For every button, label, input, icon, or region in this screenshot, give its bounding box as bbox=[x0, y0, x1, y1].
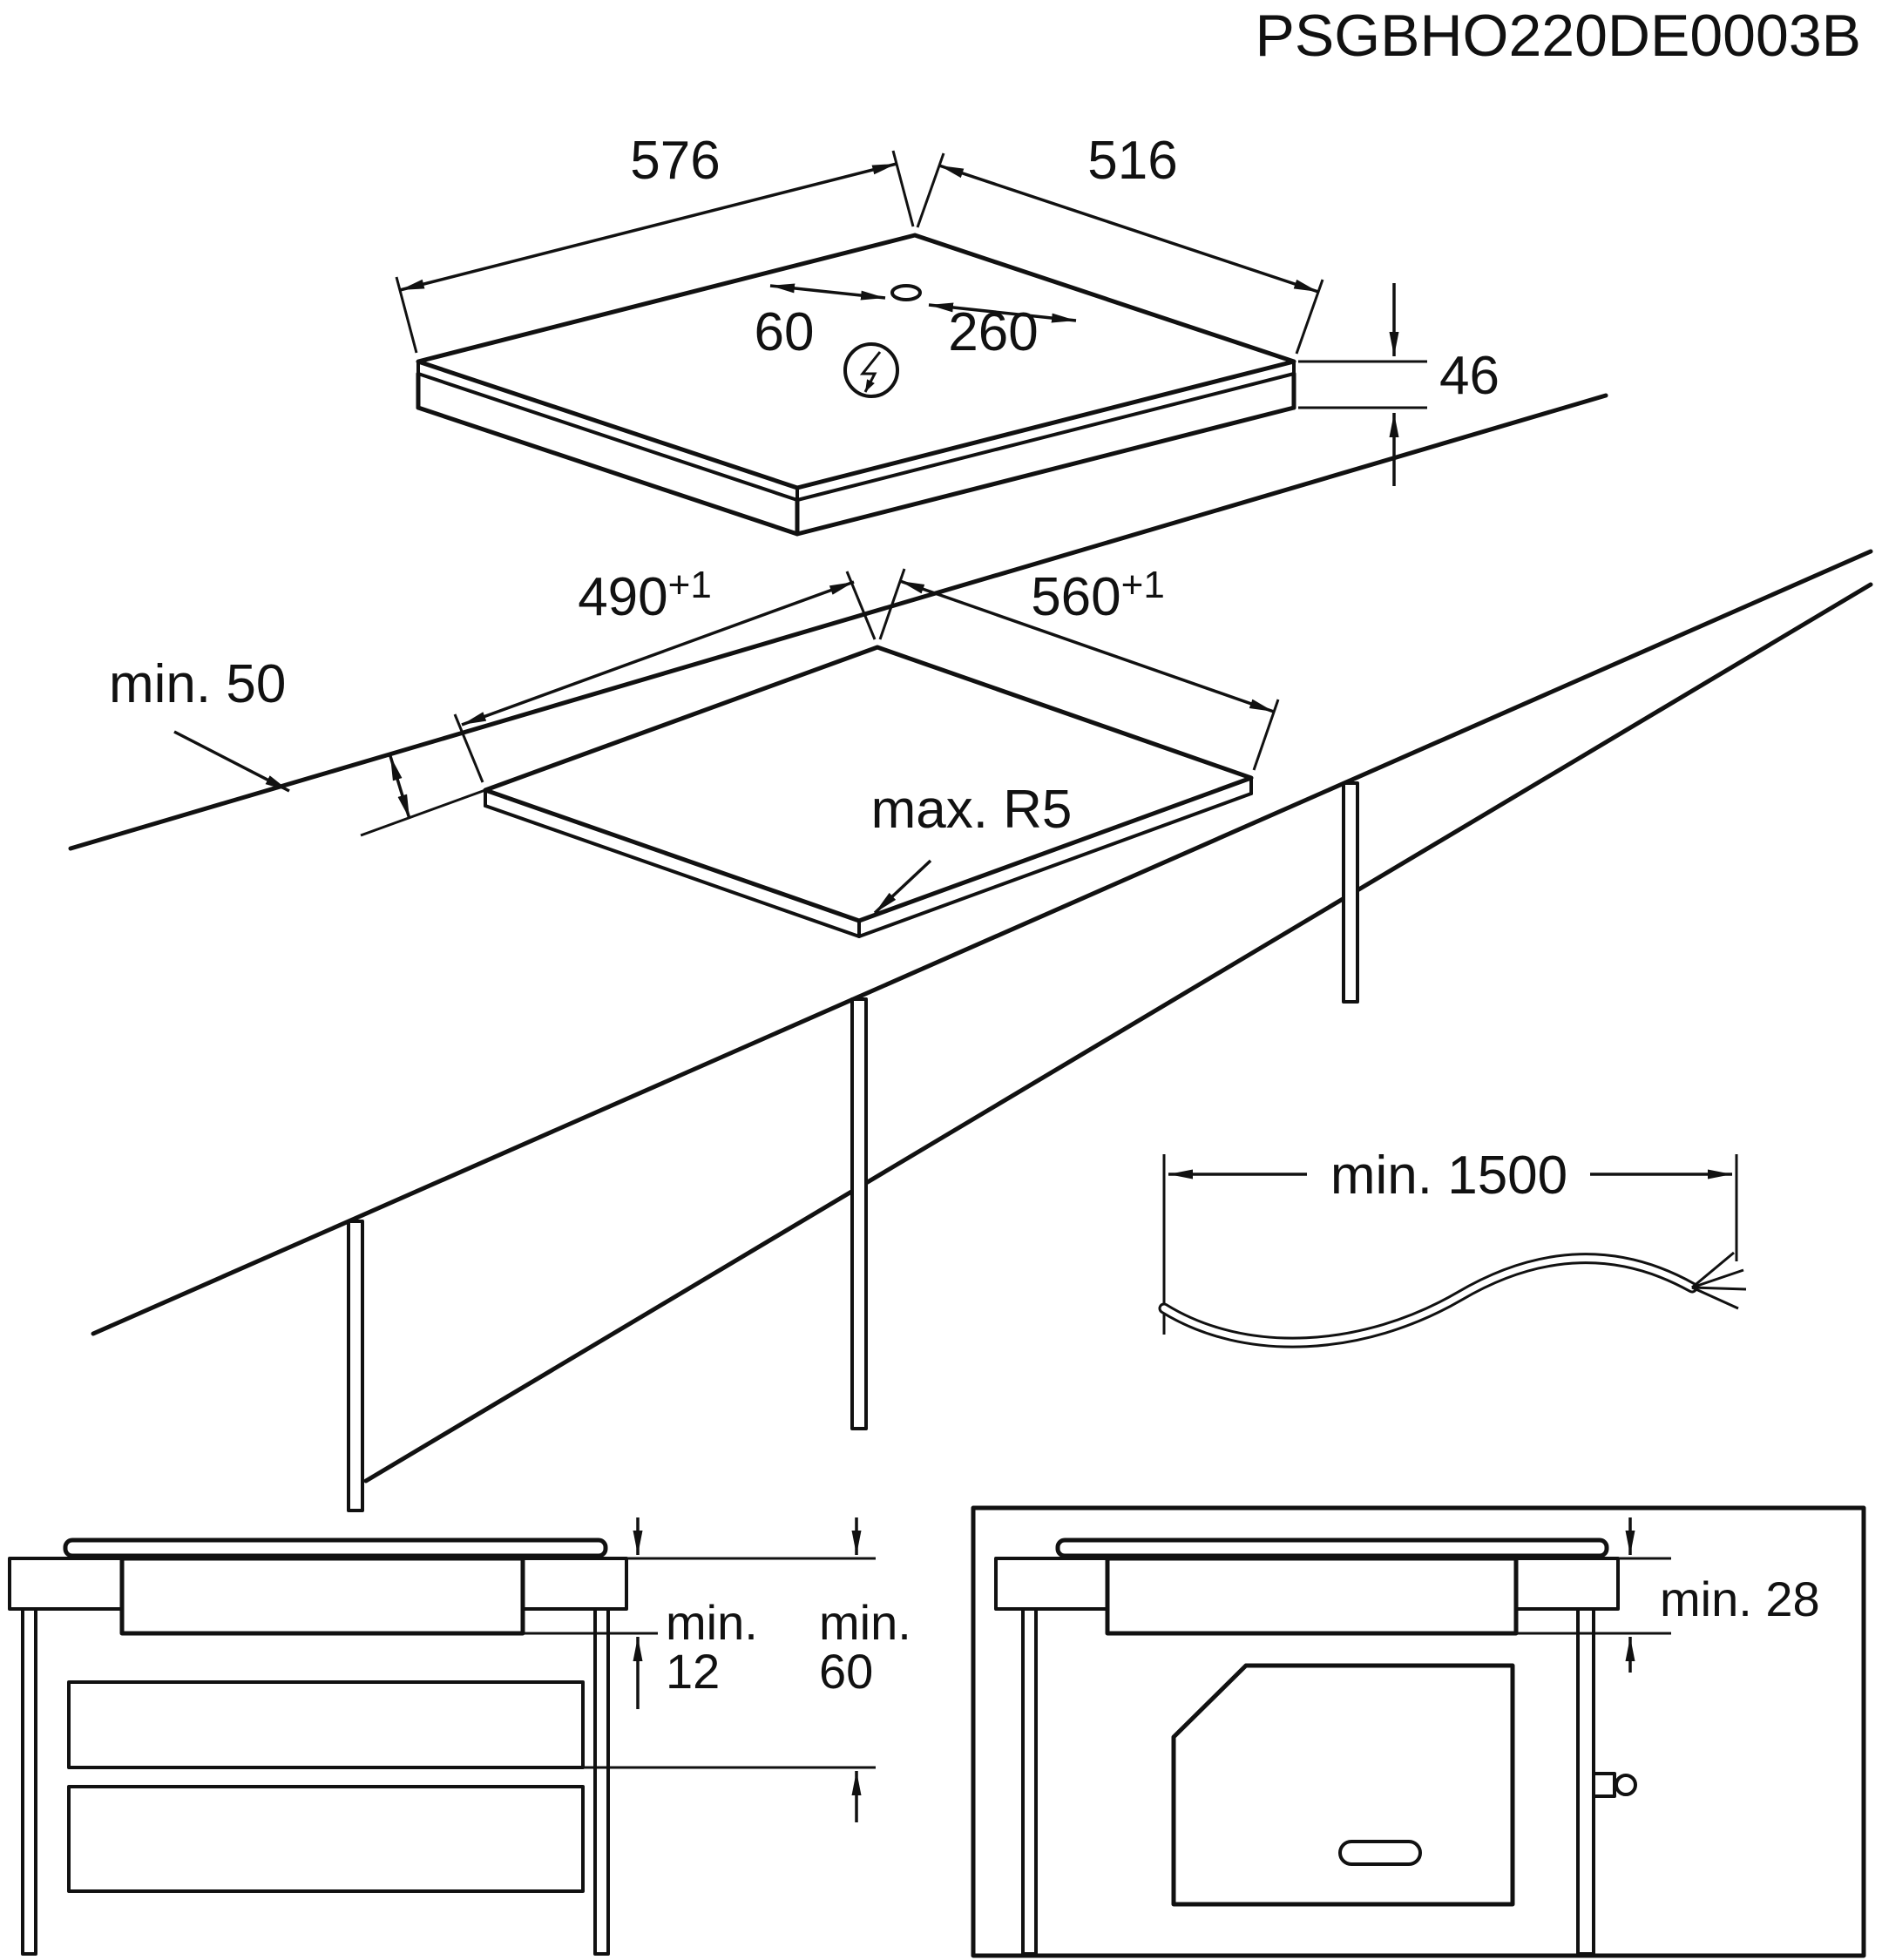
part-number: PSGBHO220DE0003B bbox=[1255, 3, 1861, 69]
cutout-inner-wall bbox=[484, 792, 1253, 938]
hob-body-bottom bbox=[416, 405, 1296, 537]
cutout-depth-label: 490+1 bbox=[578, 564, 712, 627]
hole-offset-right-label: 260 bbox=[948, 302, 1038, 362]
cutout-width-label: 560+1 bbox=[1031, 564, 1165, 627]
power-cable-figure: min. 1500 bbox=[1158, 1146, 1747, 1348]
hole-offset-left-label: 60 bbox=[755, 302, 815, 362]
hob-isometric-view: 576 516 60 260 46 bbox=[395, 131, 1500, 537]
drawer-gap2-label-min: min. bbox=[819, 1595, 911, 1650]
cutout-depth-dimension: 490+1 bbox=[453, 564, 877, 783]
hob-height-dimension: 46 bbox=[1298, 283, 1500, 486]
oven-clearance-figure: min. 28 bbox=[971, 1505, 1866, 1958]
hob-body-side bbox=[1105, 1556, 1519, 1636]
worktop-perspective bbox=[68, 393, 1873, 1484]
cabinet-side bbox=[21, 1607, 37, 1956]
cable-wire-ends bbox=[1691, 1251, 1747, 1310]
hob-height-label: 46 bbox=[1439, 346, 1500, 406]
counter-right bbox=[521, 1557, 628, 1611]
hob-width-dimension: 576 bbox=[395, 131, 915, 354]
hob-depth-label: 516 bbox=[1087, 131, 1177, 191]
oven-handle bbox=[1338, 1840, 1422, 1866]
corner-radius-label: max. R5 bbox=[871, 780, 1073, 840]
hob-body-side bbox=[119, 1556, 525, 1636]
cutout-opening bbox=[483, 645, 1254, 923]
drawer-upper bbox=[67, 1680, 585, 1769]
worktop-bottom-edge bbox=[363, 582, 1873, 1484]
fixing-bolt bbox=[1592, 1772, 1616, 1798]
fixing-bolt-head bbox=[1615, 1774, 1637, 1796]
hob-width-label: 576 bbox=[630, 131, 720, 191]
cable-outline bbox=[1158, 1253, 1698, 1348]
mains-connection-dimensions: 60 260 bbox=[755, 283, 1077, 398]
oven-gap-label: min. 28 bbox=[1660, 1571, 1820, 1626]
counter-right bbox=[1514, 1557, 1620, 1611]
hob-glass-side bbox=[63, 1538, 608, 1558]
rear-clearance-label: min. 50 bbox=[109, 654, 286, 714]
counter-left bbox=[8, 1557, 124, 1611]
drawer-gap2-label-value: 60 bbox=[819, 1644, 873, 1699]
electrical-symbol-circle bbox=[843, 342, 899, 398]
drawer-gap1-label-min: min. bbox=[666, 1595, 758, 1650]
lightning-bolt-icon bbox=[859, 351, 882, 393]
cable-length-label: min. 1500 bbox=[1330, 1146, 1567, 1206]
cabinet-leg bbox=[850, 997, 868, 1430]
counter-left bbox=[994, 1557, 1109, 1611]
cabinet-side bbox=[593, 1607, 610, 1956]
cabinet-panel bbox=[1576, 1607, 1595, 1956]
hob-depth-dimension: 516 bbox=[916, 131, 1324, 355]
cutout-width-dimension: 560+1 bbox=[878, 564, 1280, 771]
drawer-clearance-figure: min. 12 min. 60 bbox=[8, 1517, 911, 1956]
worktop-front-edge bbox=[91, 549, 1873, 1336]
cabinet-leg bbox=[1342, 781, 1359, 1004]
cabinet-leg bbox=[347, 1220, 364, 1512]
drawer-gap1-label-value: 12 bbox=[666, 1644, 720, 1699]
cabinet-legs bbox=[347, 781, 1359, 1512]
corner-radius-dimension: max. R5 bbox=[871, 780, 1073, 915]
cable-hole bbox=[890, 284, 922, 301]
hob-glass-side bbox=[1055, 1538, 1609, 1558]
drawer-lower bbox=[67, 1785, 585, 1893]
worktop-cutout-view: 490+1 560+1 min. 50 max. R5 bbox=[109, 564, 1280, 938]
rear-clearance-dimension: min. 50 bbox=[109, 654, 486, 837]
oven-body bbox=[1171, 1663, 1515, 1907]
cabinet-side bbox=[1021, 1607, 1038, 1956]
